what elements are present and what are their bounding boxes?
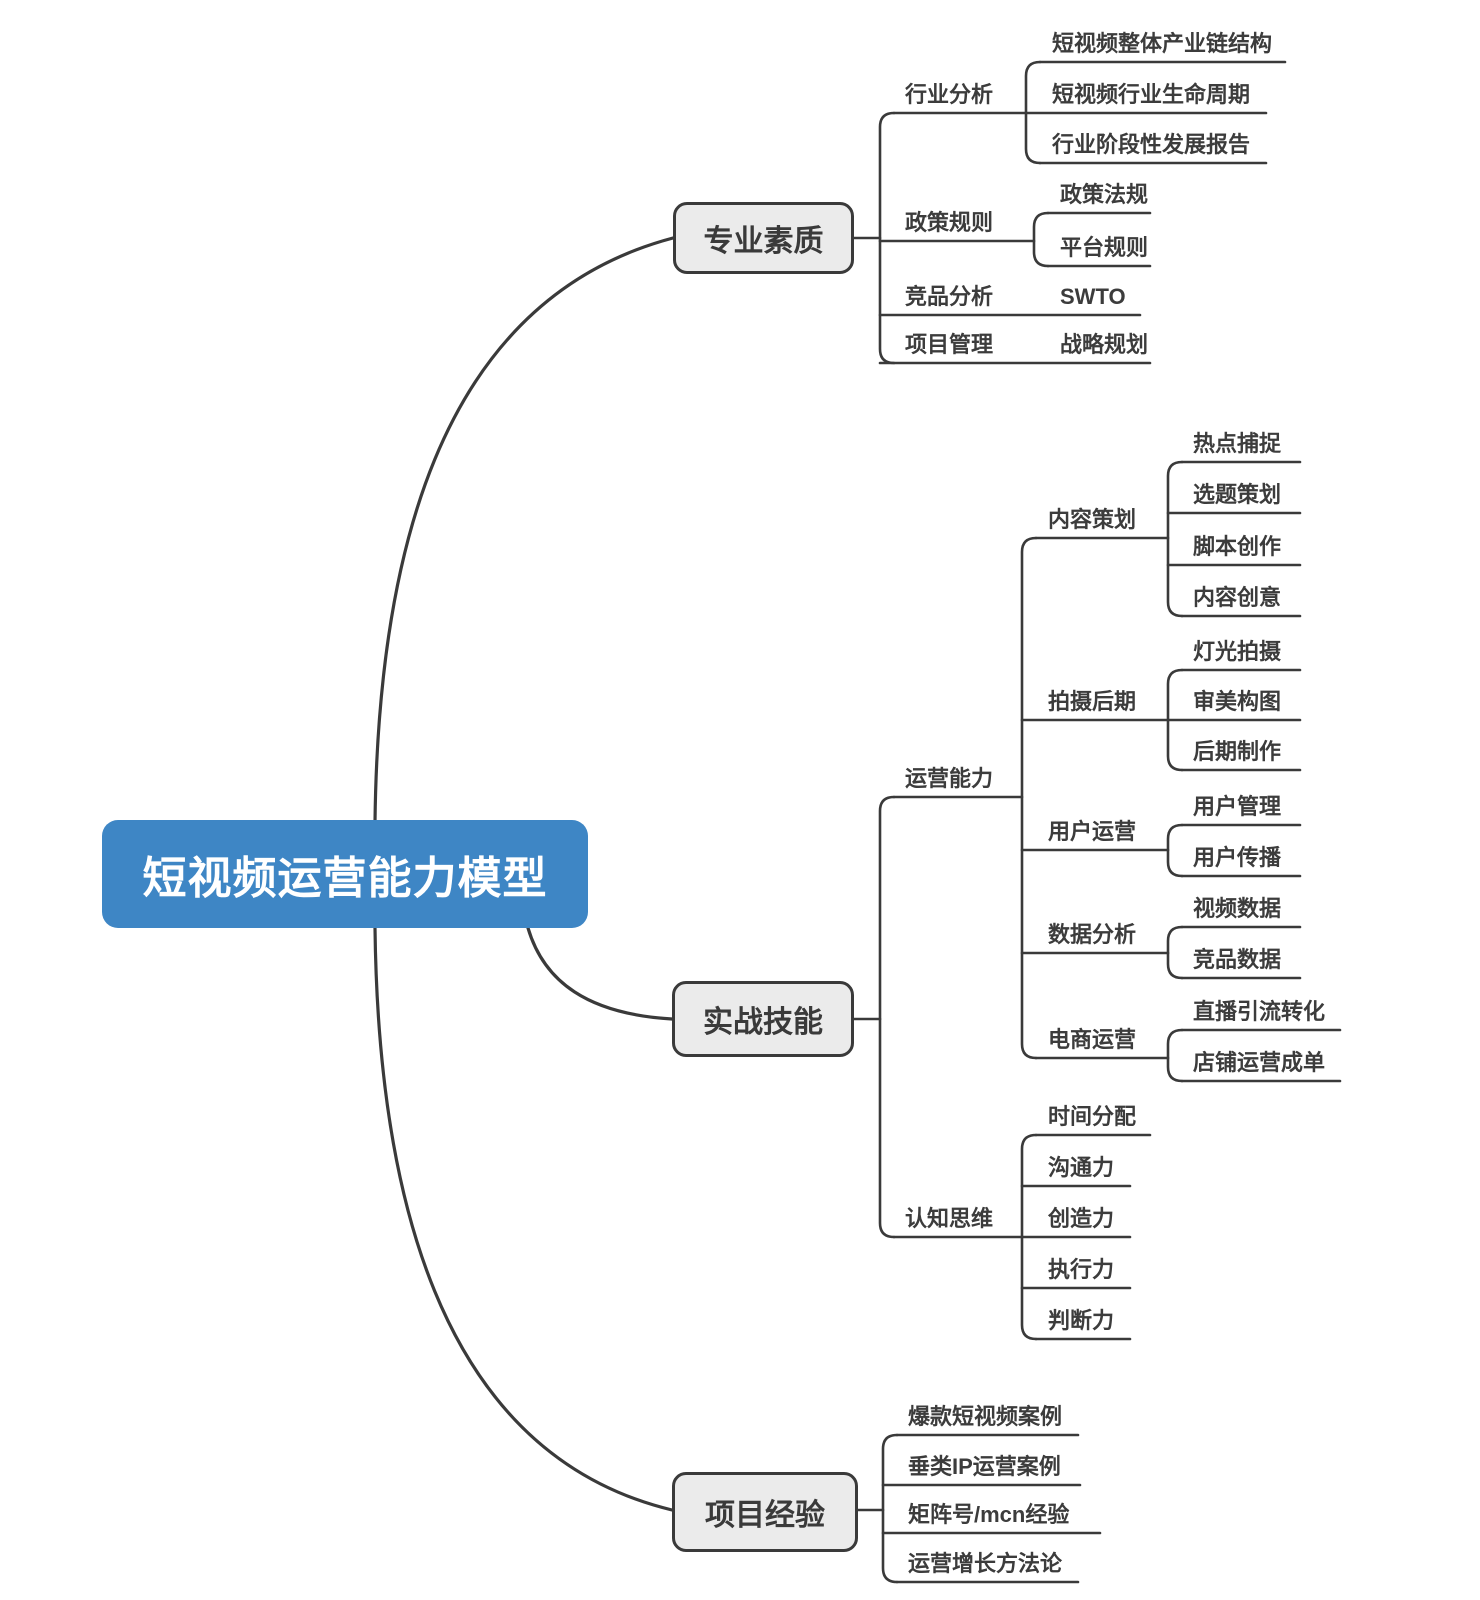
topic-user-spread[interactable]: 用户传播 bbox=[1193, 845, 1282, 870]
topic-industry-life-cycle[interactable]: 短视频行业生命周期 bbox=[1052, 82, 1251, 107]
topic-growth-methodology[interactable]: 运营增长方法论 bbox=[908, 1551, 1063, 1576]
topic-shop-operation-orders[interactable]: 店铺运营成单 bbox=[1193, 1050, 1326, 1075]
topic-communication[interactable]: 沟通力 bbox=[1048, 1155, 1115, 1180]
topic-operation-ability[interactable]: 运营能力 bbox=[905, 766, 994, 791]
topic-video-data[interactable]: 视频数据 bbox=[1193, 896, 1282, 921]
topic-post-production[interactable]: 后期制作 bbox=[1193, 739, 1282, 764]
topic-topic-planning[interactable]: 选题策划 bbox=[1193, 482, 1282, 507]
topic-live-traffic-conversion[interactable]: 直播引流转化 bbox=[1193, 999, 1326, 1024]
topic-vertical-ip-case[interactable]: 垂类IP运营案例 bbox=[908, 1454, 1061, 1479]
topic-hit-video-case[interactable]: 爆款短视频案例 bbox=[908, 1404, 1063, 1429]
bracket-data-analysis bbox=[1166, 925, 1184, 980]
topic-matrix-mcn-experience[interactable]: 矩阵号/mcn经验 bbox=[908, 1502, 1070, 1527]
topic-judgement[interactable]: 判断力 bbox=[1048, 1308, 1115, 1333]
topic-user-operation[interactable]: 用户运营 bbox=[1048, 819, 1137, 844]
bracket-professional-quality bbox=[878, 111, 896, 365]
topic-user-management[interactable]: 用户管理 bbox=[1193, 794, 1282, 819]
topic-swto[interactable]: SWTO bbox=[1060, 284, 1126, 309]
topic-industry-stage-report[interactable]: 行业阶段性发展报告 bbox=[1052, 132, 1251, 157]
topic-data-analysis[interactable]: 数据分析 bbox=[1048, 922, 1137, 947]
topic-platform-rules[interactable]: 平台规则 bbox=[1060, 235, 1149, 260]
topic-shooting-post-production[interactable]: 拍摄后期 bbox=[1048, 689, 1137, 714]
topic-creativity[interactable]: 创造力 bbox=[1048, 1206, 1115, 1231]
topic-aesthetic-composition[interactable]: 审美构图 bbox=[1193, 689, 1282, 714]
topic-strategic-planning[interactable]: 战略规划 bbox=[1060, 332, 1149, 357]
topic-lighting-shooting[interactable]: 灯光拍摄 bbox=[1193, 639, 1282, 664]
topic-industry-analysis[interactable]: 行业分析 bbox=[905, 82, 994, 107]
bracket-cognitive-thinking bbox=[1020, 1133, 1038, 1341]
curve-root-to-practical-skills bbox=[526, 926, 674, 1021]
topic-project-management[interactable]: 项目管理 bbox=[905, 332, 994, 357]
curve-root-to-project-experience bbox=[373, 926, 674, 1512]
bracket-user-operation bbox=[1166, 823, 1184, 878]
branch-practical-skills[interactable]: 实战技能 bbox=[672, 981, 854, 1057]
topic-policy-regulations[interactable]: 政策法规 bbox=[1060, 182, 1149, 207]
root-topic[interactable]: 短视频运营能力模型 bbox=[102, 820, 588, 928]
topic-script-writing[interactable]: 脚本创作 bbox=[1193, 534, 1282, 559]
topic-policy-rules[interactable]: 政策规则 bbox=[905, 210, 994, 235]
root-branch-curves bbox=[373, 236, 675, 1512]
bracket-practical-skills bbox=[878, 795, 896, 1239]
bracket-project-experience bbox=[881, 1433, 899, 1584]
topic-competitor-data[interactable]: 竞品数据 bbox=[1193, 947, 1282, 972]
topic-ecommerce-operation[interactable]: 电商运营 bbox=[1048, 1027, 1137, 1052]
branch-professional-quality[interactable]: 专业素质 bbox=[673, 202, 854, 274]
practical-skills-connectors bbox=[851, 460, 1342, 1341]
topic-execution[interactable]: 执行力 bbox=[1048, 1257, 1115, 1282]
bracket-operation-ability bbox=[1020, 536, 1038, 1060]
topic-competitor-analysis[interactable]: 竞品分析 bbox=[905, 284, 994, 309]
curve-root-to-professional-quality bbox=[373, 236, 675, 824]
professional-quality-connectors bbox=[851, 60, 1287, 365]
topic-cognitive-thinking[interactable]: 认知思维 bbox=[905, 1206, 994, 1231]
topic-content-planning[interactable]: 内容策划 bbox=[1048, 507, 1137, 532]
bracket-industry-analysis bbox=[1024, 60, 1042, 165]
project-experience-connectors bbox=[856, 1433, 1102, 1584]
bracket-ecommerce-operation bbox=[1166, 1028, 1184, 1083]
bracket-content-planning bbox=[1166, 460, 1184, 618]
branch-project-experience[interactable]: 项目经验 bbox=[672, 1472, 858, 1552]
bracket-shooting-post bbox=[1166, 668, 1184, 772]
topic-content-creativity[interactable]: 内容创意 bbox=[1193, 585, 1282, 610]
topic-time-allocation[interactable]: 时间分配 bbox=[1048, 1104, 1137, 1129]
bracket-policy-rules bbox=[1032, 211, 1050, 268]
topic-industry-chain-structure[interactable]: 短视频整体产业链结构 bbox=[1052, 31, 1273, 56]
topic-hotspot-capture[interactable]: 热点捕捉 bbox=[1193, 431, 1282, 456]
